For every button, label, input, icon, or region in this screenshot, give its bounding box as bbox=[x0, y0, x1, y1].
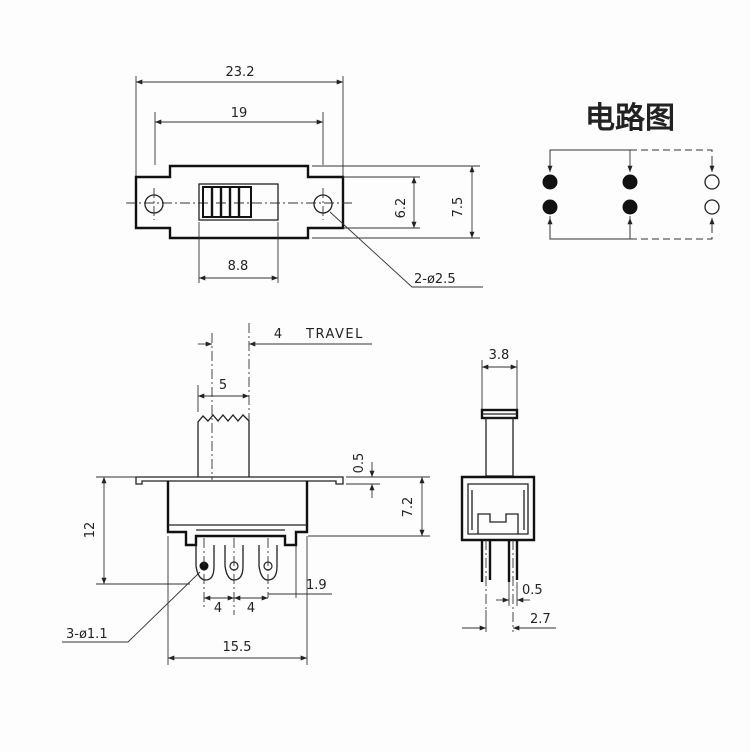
dim-outer-height: 7.5 bbox=[451, 197, 466, 218]
dim-pin-pitch-2: 4 bbox=[247, 601, 255, 616]
dim-side-knob-width: 3.8 bbox=[489, 348, 510, 363]
dim-pin-offset: 1.9 bbox=[306, 578, 327, 593]
contact-filled bbox=[622, 199, 638, 215]
front-view: 4 TRAVEL 5 0.5 7.2 bbox=[62, 323, 430, 665]
circuit-title: 电路图 bbox=[585, 101, 675, 136]
circuit-bottom-solid bbox=[549, 216, 631, 240]
top-view: 23.2 19 8.8 6.2 7.5 2-ø2 bbox=[126, 65, 483, 288]
dim-pin-spacing: 2.7 bbox=[530, 612, 551, 627]
side-pin-right bbox=[507, 540, 519, 582]
leader-pin-callout bbox=[62, 571, 201, 643]
contact-filled bbox=[542, 199, 558, 215]
contact-filled bbox=[542, 174, 558, 190]
side-housing bbox=[460, 475, 536, 542]
mounting-flange bbox=[135, 476, 344, 485]
dim-pin-thickness: 0.5 bbox=[522, 583, 543, 598]
side-knob-stem bbox=[485, 417, 514, 477]
actuator-window bbox=[198, 183, 279, 221]
circuit-top-solid bbox=[549, 149, 633, 172]
internal-contact bbox=[477, 513, 519, 534]
dim-overall-height: 12 bbox=[83, 522, 98, 539]
travel-label: TRAVEL bbox=[305, 327, 364, 342]
dim-actuator-width: 8.8 bbox=[228, 259, 249, 274]
pin-callout: 3-ø1.1 bbox=[66, 627, 108, 642]
dim-hole-spacing: 19 bbox=[231, 106, 248, 121]
slider-knob bbox=[202, 186, 252, 218]
dim-flange-thickness: 0.5 bbox=[352, 453, 367, 474]
pin-1 bbox=[195, 545, 215, 581]
hole-callout: 2-ø2.5 bbox=[414, 272, 456, 287]
dim-overall-width: 23.2 bbox=[226, 65, 255, 80]
contact-open bbox=[704, 174, 720, 190]
dim-body-width: 15.5 bbox=[223, 640, 252, 655]
dim-body-height: 7.2 bbox=[401, 497, 416, 518]
switch-body-front bbox=[166, 481, 309, 547]
dim-inner-height: 6.2 bbox=[394, 198, 409, 219]
dim-knob-width: 5 bbox=[219, 378, 227, 393]
circuit-diagram: 电路图 bbox=[542, 101, 720, 240]
dim-pin-pitch-1: 4 bbox=[214, 601, 222, 616]
contact-filled bbox=[622, 174, 638, 190]
contact-open bbox=[704, 199, 720, 215]
leader-hole-callout bbox=[329, 211, 483, 288]
side-pin-left bbox=[480, 540, 492, 582]
side-view: 3.8 0.5 2.7 bbox=[460, 348, 556, 632]
circuit-bottom-dashed bbox=[630, 220, 713, 240]
slider-knob-front bbox=[197, 413, 250, 477]
travel-value: 4 bbox=[274, 327, 282, 342]
circuit-top-dashed bbox=[630, 149, 713, 168]
